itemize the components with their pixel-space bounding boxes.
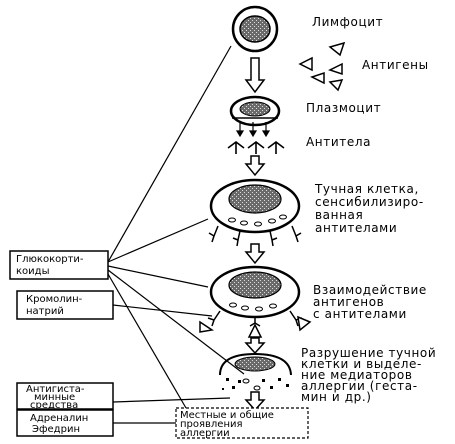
antibodies — [227, 141, 285, 154]
flow-arrow — [244, 337, 266, 355]
box-manifestations-line2: проявления — [180, 419, 243, 430]
flow-arrow — [244, 391, 266, 412]
box-antihistamines-line1: Антигиста- — [26, 384, 85, 395]
label-destruction-4: аллергии (геста- — [301, 379, 418, 393]
label-destruction-3: ние медиаторов — [301, 368, 413, 382]
plasmocyte-cell — [229, 95, 281, 127]
box-antihistamines-line3: средства — [30, 400, 78, 411]
box-cromolyn: Кромолин- натрий — [16, 290, 114, 320]
box-manifestations-line1: Местные и общие — [180, 410, 274, 421]
label-destruction-5: мин и др.) — [301, 390, 372, 404]
box-glucocorticoids-line2: коиды — [16, 266, 49, 277]
box-manifestations: Местные и общие проявления аллергии — [175, 407, 309, 439]
box-glucocorticoids: Глюкокорти- коиды — [9, 250, 109, 280]
label-interaction-1: Взаимодействие — [313, 283, 427, 297]
flow-arrow — [244, 155, 266, 177]
box-glucocorticoids-line1: Глюкокорти- — [16, 254, 84, 265]
label-plasmocyte: Плазмоцит — [306, 101, 381, 115]
label-mast-cell-2: сенсибилизиро- — [315, 195, 424, 209]
flow-arrow — [244, 243, 266, 265]
label-interaction-2: антигенов — [313, 295, 384, 309]
inhibition-lines — [107, 45, 245, 424]
flow-arrow — [244, 57, 266, 94]
antibody-release-arrows — [235, 122, 271, 138]
box-adrenaline-line1: Адреналин — [30, 413, 88, 424]
label-mast-cell-4: антителами — [315, 221, 397, 235]
mast-cell-interaction — [199, 265, 312, 338]
box-manifestations-line3: аллергии — [180, 428, 230, 439]
label-interaction-3: с антителами — [313, 307, 407, 321]
lymphocyte-cell — [231, 5, 279, 53]
box-cromolyn-line1: Кромолин- — [26, 294, 83, 305]
box-adrenaline: Адреналин Эфедрин — [16, 409, 114, 437]
label-destruction-1: Разрушение тучной — [301, 346, 436, 360]
box-cromolyn-line2: натрий — [26, 306, 64, 317]
box-antihistamines: Антигиста- минные средства — [16, 382, 114, 411]
label-destruction-2: клетки и выделе- — [301, 357, 422, 371]
mast-cell-destruction — [219, 352, 292, 391]
antigen-triangles — [298, 41, 346, 92]
box-adrenaline-line2: Эфедрин — [32, 424, 80, 435]
box-antihistamines-line2: минные — [34, 392, 75, 403]
mast-cell-sensitized — [208, 178, 302, 247]
label-mast-cell-1: Тучная клетка, — [314, 182, 419, 196]
label-antibodies: Антитела — [306, 135, 371, 149]
label-mast-cell-3: ванная — [315, 208, 363, 222]
label-antigens: Антигены — [362, 58, 429, 72]
label-lymphocyte: Лимфоцит — [312, 15, 383, 29]
